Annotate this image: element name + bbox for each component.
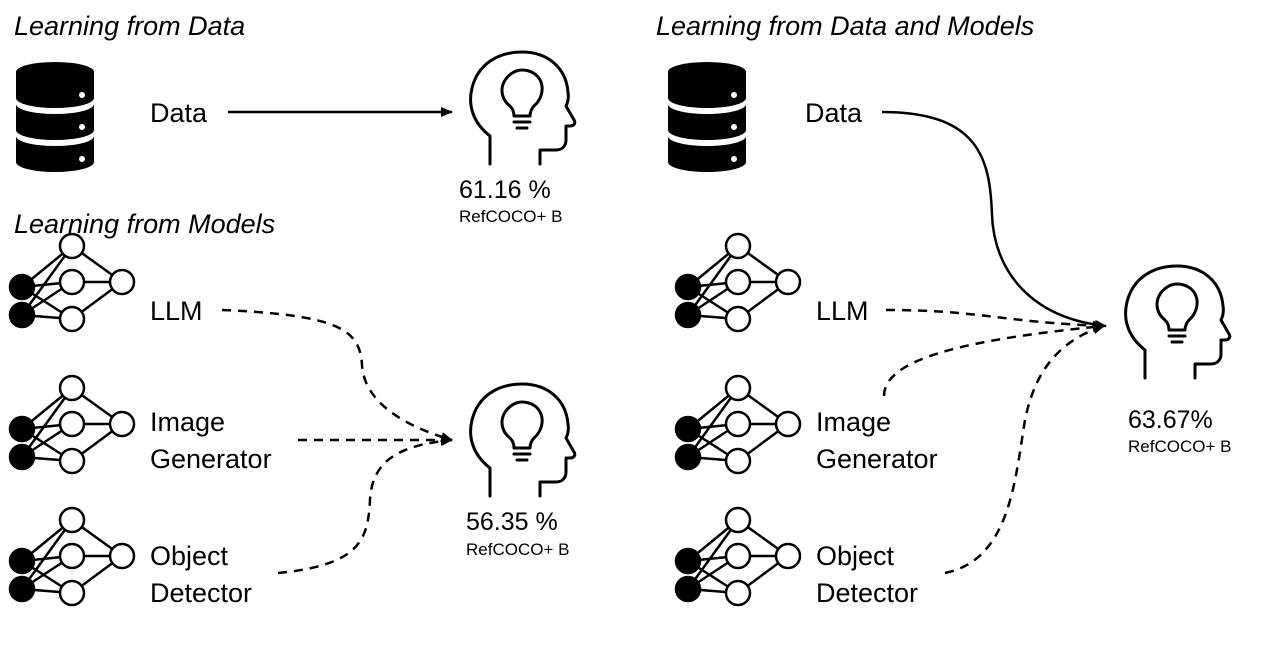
object-detector-label-combined-line1: Object (816, 541, 895, 571)
score-data-only: 61.16 % (459, 176, 551, 204)
object-detector-label-combined-line2: Detector (816, 578, 918, 608)
database-icon (668, 62, 746, 172)
object-detector-to-model-dashed-arrow (277, 436, 453, 575)
score-data-and-models: 63.67% (1128, 406, 1213, 434)
neural-network-icon-object-detector-combined (674, 506, 802, 607)
neural-network-icon-image-generator (8, 374, 136, 475)
neural-network-icon-llm-combined (674, 232, 802, 333)
object-detector-label-line1: Object (150, 541, 229, 571)
head-with-lightbulb-icon (469, 382, 577, 498)
database-icon (16, 62, 94, 172)
image-generator-label-line2: Generator (150, 444, 272, 474)
image-generator-label-line1: Image (150, 407, 225, 437)
neural-network-icon-image-generator-combined (674, 374, 802, 475)
data-label: Data (150, 98, 208, 128)
llm-label: LLM (150, 296, 203, 326)
image-generator-label-combined-line2: Generator (816, 444, 938, 474)
data-to-combined-model-arrow (881, 110, 1107, 330)
section-title-learning-from-data-and-models: Learning from Data and Models (656, 11, 1034, 41)
image-generator-label-combined-line1: Image (816, 407, 891, 437)
section-title-learning-from-models: Learning from Models (14, 209, 275, 239)
section-title-learning-from-data: Learning from Data (14, 11, 245, 41)
metric-data-and-models: RefCOCO+ B (1128, 437, 1231, 456)
neural-network-icon-object-detector (8, 506, 136, 607)
metric-models-only: RefCOCO+ B (466, 540, 569, 559)
llm-to-combined-model-dashed-arrow (885, 308, 1105, 331)
image-generator-to-combined-model-dashed-arrow (882, 322, 1105, 397)
data-label-combined: Data (805, 98, 863, 128)
head-with-lightbulb-icon (1124, 264, 1232, 380)
object-detector-to-combined-model-dashed-arrow (944, 324, 1105, 575)
head-with-lightbulb-icon (469, 50, 577, 166)
score-models-only: 56.35 % (466, 508, 558, 536)
metric-data-only: RefCOCO+ B (459, 207, 562, 226)
llm-to-model-dashed-arrow (221, 308, 453, 442)
neural-network-icon-llm (8, 232, 136, 333)
object-detector-label-line2: Detector (150, 578, 252, 608)
llm-label-combined: LLM (816, 296, 869, 326)
